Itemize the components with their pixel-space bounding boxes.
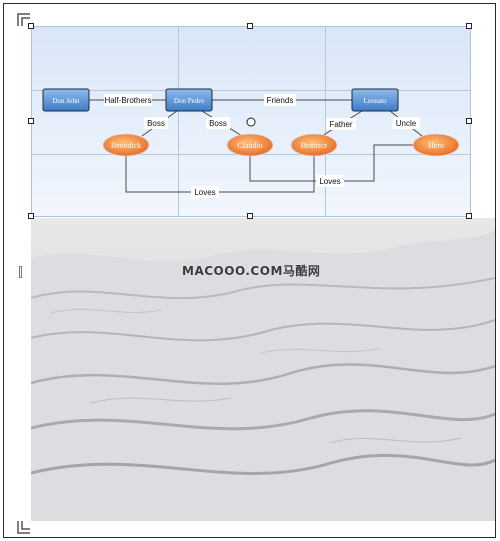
square-handle-icon[interactable] <box>466 118 472 124</box>
node-label-leonato: Leonato <box>364 97 387 105</box>
node-leonato[interactable] <box>351 88 399 112</box>
square-handle-icon[interactable] <box>247 23 253 29</box>
edge-label-half-brothers: Half-Brothers <box>104 96 151 105</box>
node-benedick[interactable] <box>102 133 150 157</box>
node-label-benedick: Benedick <box>111 141 141 150</box>
grid-line <box>178 27 179 216</box>
rotate-circle-icon[interactable] <box>246 117 256 127</box>
edge-label-father: Father <box>329 120 352 129</box>
connector-loves-benedick[interactable] <box>125 155 315 193</box>
square-handle-icon[interactable] <box>466 213 472 219</box>
node-don-pedro[interactable] <box>165 88 213 112</box>
square-handle-icon[interactable] <box>466 23 472 29</box>
relationship-diagram[interactable]: Half-Brothers Friends Boss Boss Father U… <box>31 26 471 217</box>
node-hero[interactable] <box>412 133 460 157</box>
edge-label-boss-claudio: Boss <box>209 119 227 128</box>
grid-line <box>325 27 326 216</box>
square-handle-icon[interactable] <box>247 213 253 219</box>
square-handle-icon[interactable] <box>28 118 34 124</box>
square-handle-icon[interactable] <box>28 213 34 219</box>
node-claudio[interactable] <box>226 133 274 157</box>
crop-corner-icon[interactable] <box>17 520 31 534</box>
connector-loves-claudio[interactable] <box>249 144 414 182</box>
node-label-claudio: Claudio <box>237 141 262 150</box>
desert-dunes-image <box>31 218 495 521</box>
node-don-john[interactable] <box>42 88 90 112</box>
edge-label-loves-benedick: Loves <box>194 188 215 197</box>
edge-label-loves-claudio: Loves <box>319 177 340 186</box>
edge-label-boss-benedick: Boss <box>147 119 165 128</box>
node-label-hero: Hero <box>428 141 444 150</box>
side-resize-handle[interactable] <box>19 266 22 278</box>
edge-label-uncle: Uncle <box>396 119 417 128</box>
node-beatrice[interactable] <box>290 133 338 157</box>
node-label-beatrice: Beatrice <box>301 141 328 150</box>
watermark-text: MACOOO.COM马酷网 <box>182 264 321 278</box>
square-handle-icon[interactable] <box>28 23 34 29</box>
node-label-don-pedro: Don Pedro <box>174 97 205 105</box>
node-label-don-john: Don John <box>52 97 80 105</box>
grid-line <box>32 90 470 91</box>
edge-label-friends: Friends <box>267 96 294 105</box>
crop-corner-icon[interactable] <box>17 13 31 27</box>
